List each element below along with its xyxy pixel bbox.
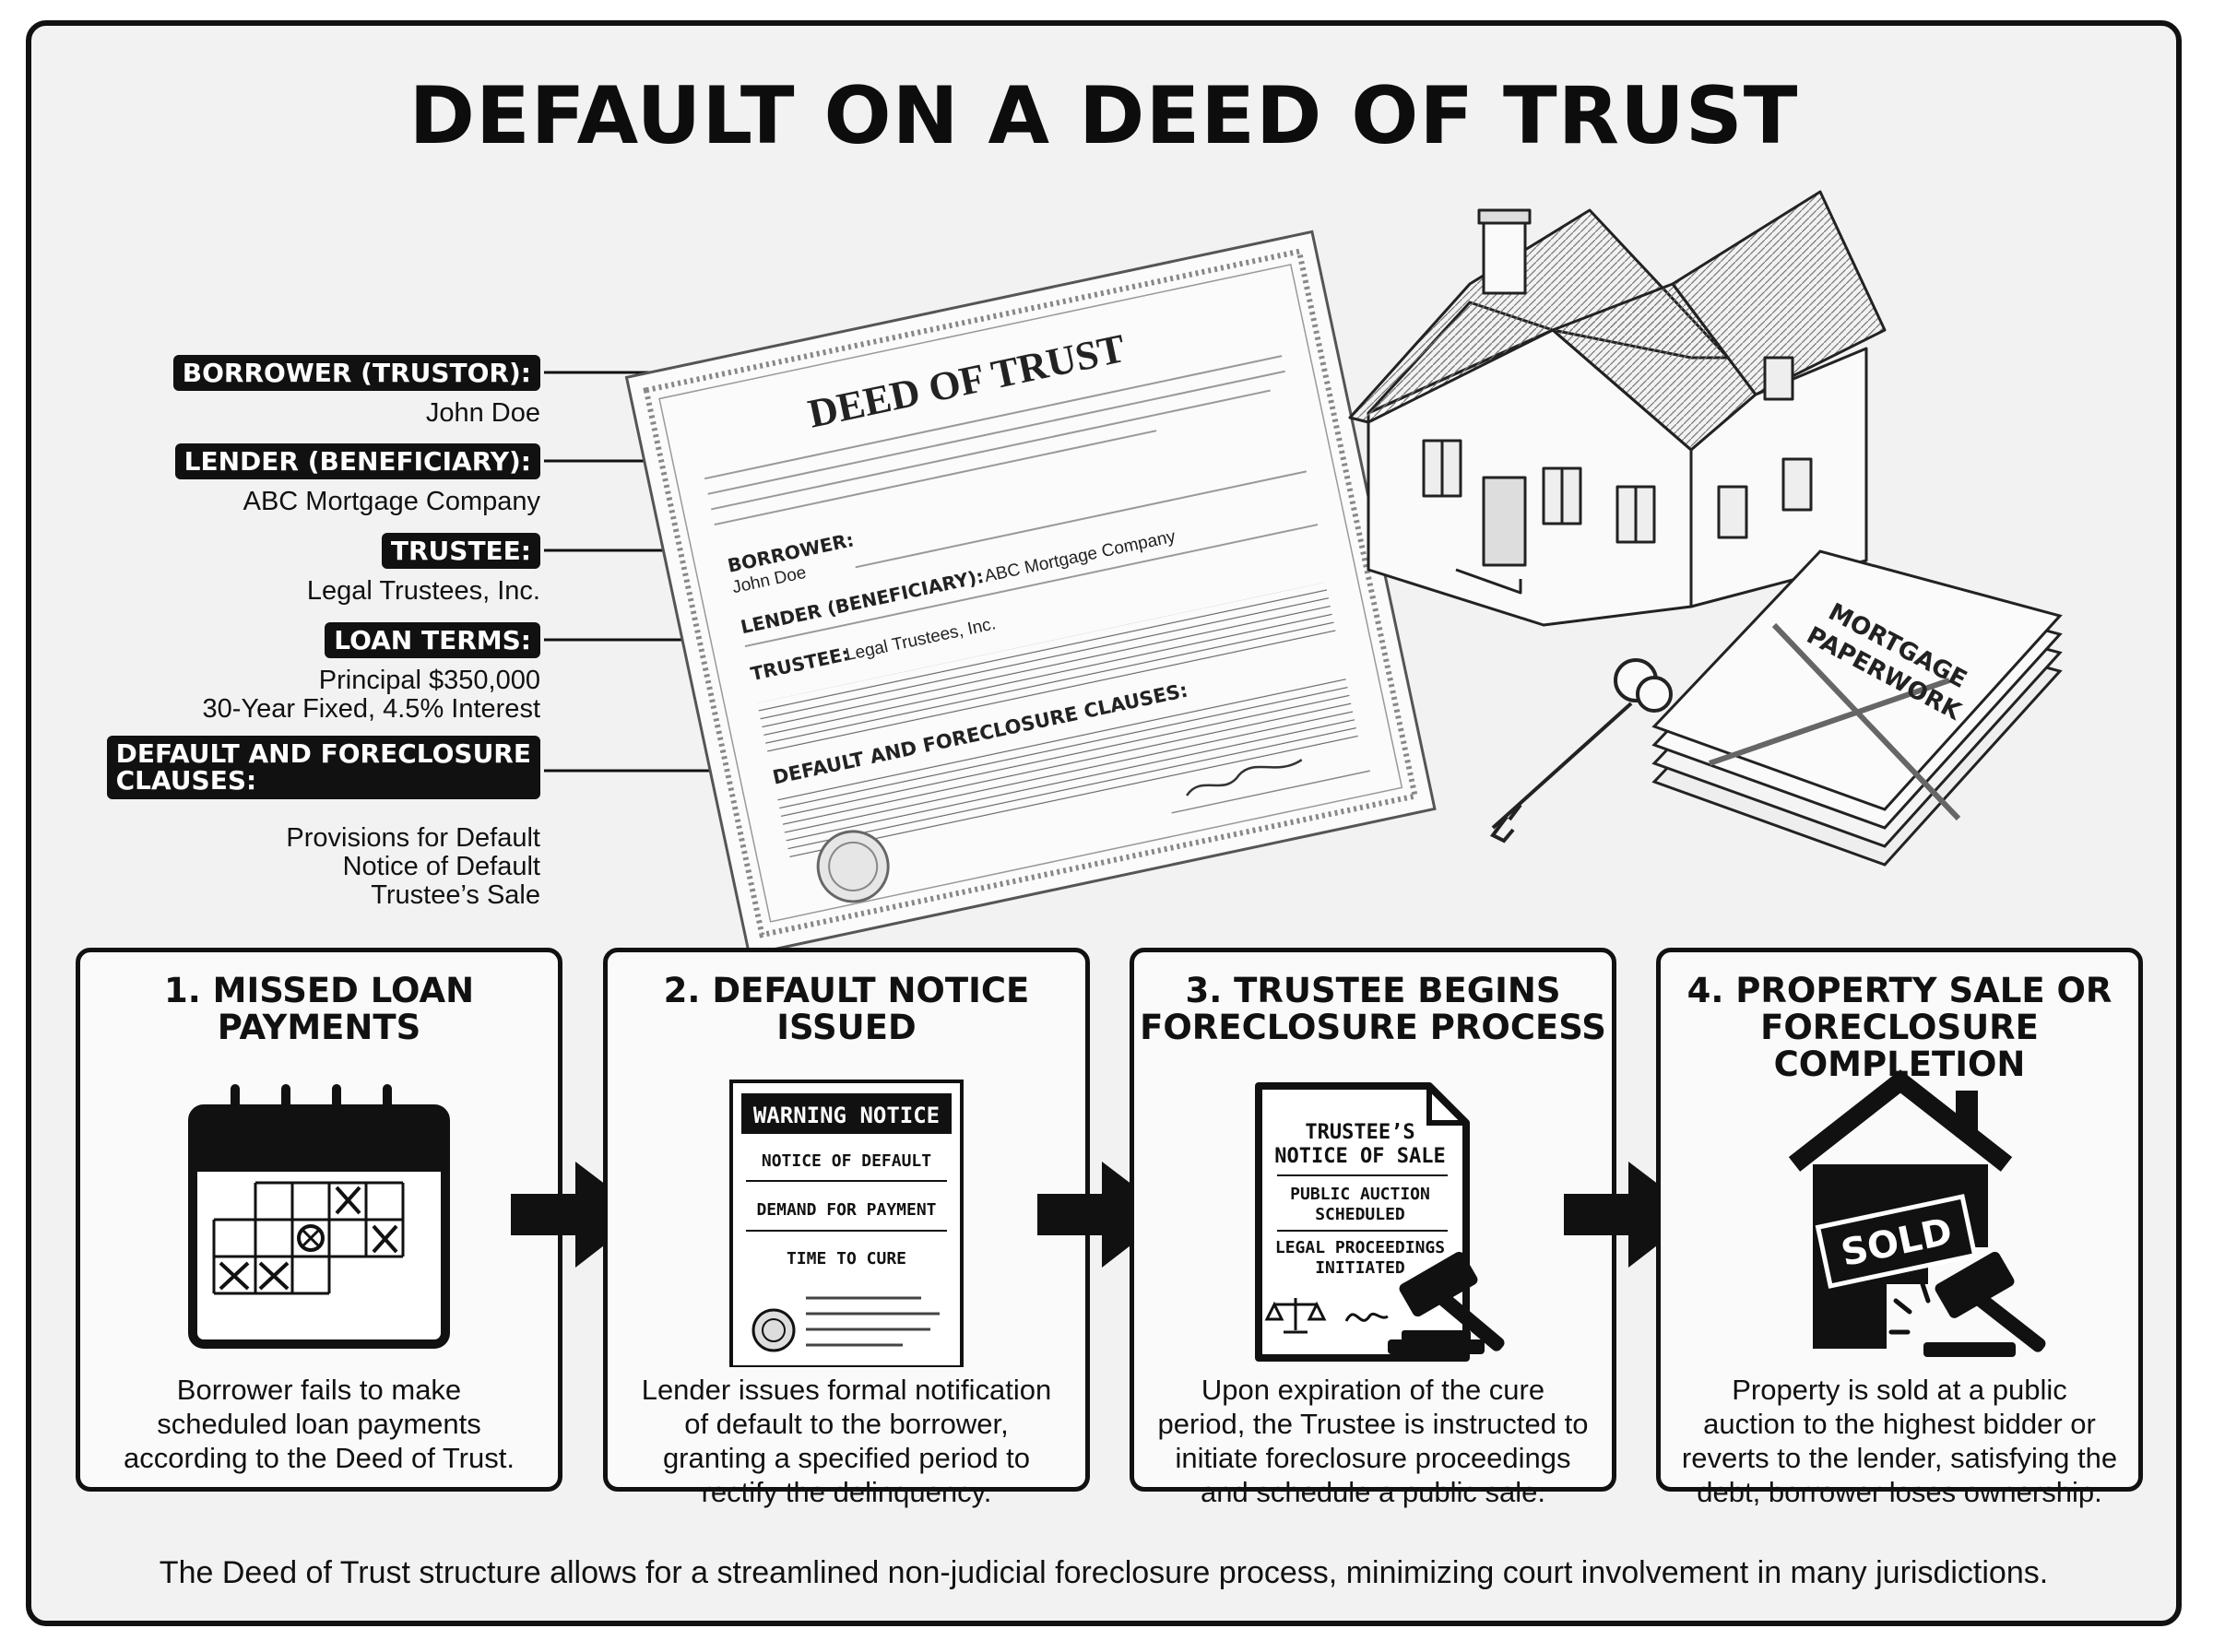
- label-tag: LENDER (BENEFICIARY):: [174, 443, 540, 480]
- notice-item: LEGAL PROCEEDINGS: [1275, 1238, 1445, 1257]
- step-property-sale: 4. PROPERTY SALE OR FORECLOSURE COMPLETI…: [1656, 948, 2143, 1508]
- deed-document: DEED OF TRUST BORROWER: John Doe LENDER …: [624, 230, 1437, 948]
- step-trustee-foreclosure: 3. TRUSTEE BEGINS FORECLOSURE PROCESS TR…: [1130, 948, 1616, 1508]
- label-lender: LENDER (BENEFICIARY): ABC Mortgage Compa…: [31, 443, 540, 517]
- notice-item: TIME TO CURE: [787, 1249, 906, 1268]
- notice-item: PUBLIC AUCTION: [1290, 1185, 1430, 1204]
- label-default-clauses: DEFAULT AND FORECLOSURE CLAUSES: Provisi…: [31, 736, 540, 911]
- label-tag: TRUSTEE:: [381, 533, 540, 570]
- footer-note: The Deed of Trust structure allows for a…: [159, 1555, 2049, 1590]
- notice-title: NOTICE OF SALE: [1274, 1145, 1445, 1168]
- signature-mark: [1344, 1312, 1389, 1322]
- key-illustration: [1489, 658, 1673, 844]
- step-title: 2. DEFAULT NOTICE ISSUED: [663, 971, 1030, 1047]
- label-trustee: TRUSTEE: Legal Trustees, Inc.: [31, 533, 540, 607]
- notice-header: WARNING NOTICE: [753, 1103, 940, 1128]
- notice-title: TRUSTEE’S: [1305, 1121, 1414, 1144]
- calendar-icon: [188, 1084, 450, 1349]
- arrow-right-icon: [1037, 1162, 1171, 1268]
- deed-signature: [1186, 759, 1303, 796]
- house-illustration: [1348, 190, 1887, 627]
- trustee-notice-icon: TRUSTEE’S NOTICE OF SALE PUBLIC AUCTION …: [1255, 1082, 1505, 1362]
- paperwork-stack: MORTGAGE PAPERWORK: [1651, 549, 2063, 867]
- label-value: Legal Trustees, Inc.: [306, 576, 540, 606]
- label-tag: BORROWER (TRUSTOR):: [172, 355, 540, 392]
- label-tag: LOAN TERMS:: [325, 622, 540, 659]
- illustration-area: DEED OF TRUST BORROWER: John Doe LENDER …: [544, 190, 2063, 948]
- label-loan-terms: LOAN TERMS: Principal $350,000 30-Year F…: [31, 622, 540, 724]
- step-default-notice: 2. DEFAULT NOTICE ISSUED WARNING NOTICE …: [603, 948, 1090, 1508]
- step-description: Borrower fails to make scheduled loan pa…: [124, 1374, 515, 1474]
- page-title: DEFAULT ON A DEED OF TRUST: [408, 70, 1799, 162]
- seal-icon: [751, 1308, 796, 1352]
- notice-item: NOTICE OF DEFAULT: [762, 1151, 931, 1171]
- gavel-icon: [1923, 1251, 2046, 1357]
- step-description: Lender issues formal notification of def…: [641, 1374, 1052, 1508]
- notice-item: DEMAND FOR PAYMENT: [756, 1200, 936, 1220]
- step-title: 3. TRUSTEE BEGINS FORECLOSURE PROCESS: [1140, 971, 1606, 1047]
- label-value: ABC Mortgage Company: [243, 487, 540, 516]
- step-description: Property is sold at a public auction to …: [1681, 1374, 2118, 1508]
- step-missed-payments: 1. MISSED LOAN PAYMENTS Borrower fa: [76, 948, 562, 1492]
- step-title: 4. PROPERTY SALE OR FORECLOSURE COMPLETI…: [1686, 971, 2112, 1084]
- sold-house-icon: SOLD: [1788, 1069, 2046, 1357]
- label-tag: DEFAULT AND FORECLOSURE CLAUSES:: [106, 736, 540, 799]
- label-borrower: BORROWER (TRUSTOR): John Doe: [31, 355, 540, 429]
- notice-item: INITIATED: [1315, 1258, 1405, 1278]
- scales-icon: [1264, 1298, 1327, 1334]
- gavel-icon: [1388, 1251, 1505, 1354]
- label-value: John Doe: [425, 398, 540, 428]
- step-title: 1. MISSED LOAN PAYMENTS: [163, 971, 475, 1047]
- arrow-right-icon: [1564, 1162, 1698, 1268]
- label-value: Provisions for Default Notice of Default…: [286, 823, 540, 910]
- infographic-frame: DEFAULT ON A DEED OF TRUST BORROWER (TRU…: [26, 20, 2182, 1626]
- label-value: Principal $350,000 30-Year Fixed, 4.5% I…: [202, 666, 540, 724]
- warning-notice-icon: WARNING NOTICE NOTICE OF DEFAULT DEMAND …: [729, 1080, 964, 1367]
- notice-item: SCHEDULED: [1315, 1205, 1405, 1224]
- arrow-right-icon: [511, 1162, 645, 1268]
- step-description: Upon expiration of the cure period, the …: [1157, 1374, 1589, 1508]
